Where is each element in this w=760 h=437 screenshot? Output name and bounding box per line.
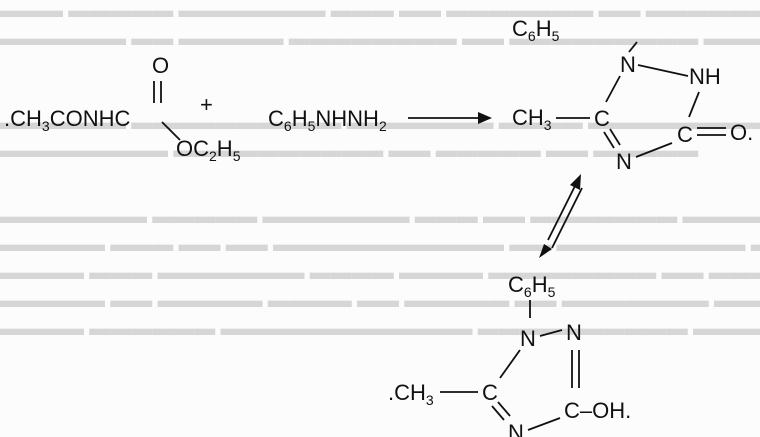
product1-phenyl-group: C6H5 [512, 16, 560, 44]
product2-n2: N [566, 320, 582, 345]
equilibrium-arrow [539, 174, 583, 258]
double-bond-line [497, 401, 511, 417]
product1-methyl: CH3 [512, 105, 552, 133]
reactant-phenylhydrazine: C6H5NHNH2 [268, 106, 387, 134]
product2-c3: C [482, 380, 498, 405]
reactant1-carbonyl-oxygen: O [152, 53, 169, 78]
bond-line [605, 75, 621, 103]
bond-line [539, 329, 563, 337]
reactant-ethyl-carbamate: .CH3CONHC O OC2H5 [4, 53, 241, 164]
product1-c3: C [594, 106, 610, 131]
product2-n1: N [520, 326, 536, 351]
product1-n4: N [616, 149, 632, 174]
bond-line [628, 41, 638, 53]
product-triazolone-keto: C6H5 N NH CH3 C N C O. [512, 16, 753, 174]
product1-nh: NH [689, 64, 721, 89]
product2-methyl: .CH3 [388, 380, 434, 408]
product2-phenyl-group: C6H5 [508, 272, 556, 300]
bond-line [637, 64, 689, 77]
product2-c5-hydroxyl: C–OH. [564, 398, 631, 423]
reaction-arrow [408, 112, 492, 124]
bond-line [499, 349, 521, 379]
reactant1-ethoxy-group: OC2H5 [176, 136, 241, 164]
bond-line [635, 142, 673, 158]
double-bond-line [609, 128, 621, 146]
plus-sign: + [200, 92, 213, 117]
double-bond-line [491, 405, 505, 421]
bond-line [688, 91, 700, 118]
bond-line [161, 121, 181, 141]
bond-line [527, 417, 561, 431]
product1-c5: C [677, 122, 693, 147]
product2-n4: N [508, 420, 524, 437]
product1-n1: N [620, 52, 636, 77]
double-bond-line [603, 131, 615, 149]
product1-oxygen: O. [730, 120, 753, 145]
product-triazolol-enol: C6H5 N N .CH3 C N C–OH. [388, 272, 631, 437]
reactant1-acetyl-group: .CH3CONHC [4, 106, 130, 134]
